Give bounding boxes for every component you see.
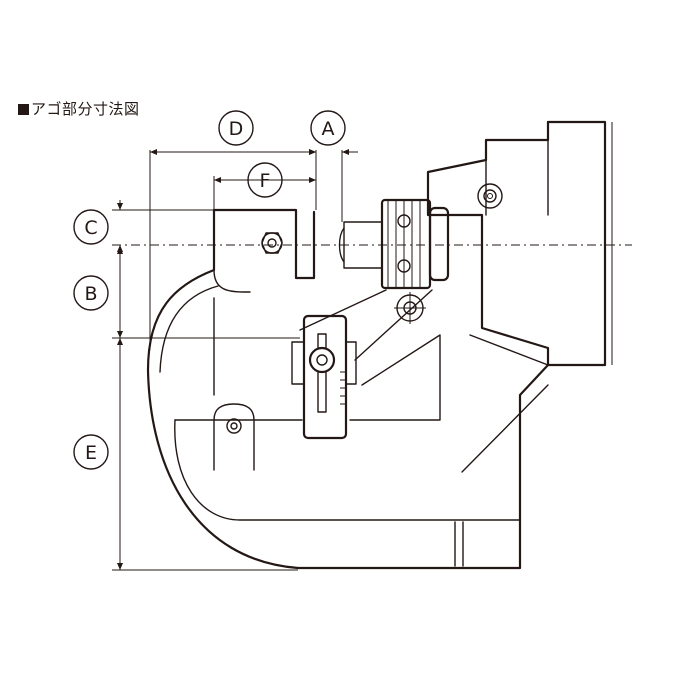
label-e: E [73, 434, 109, 470]
caption-text: アゴ部分寸法図 [31, 100, 140, 118]
upper-jaw [212, 208, 316, 293]
square-bullet-icon [18, 104, 29, 115]
label-c: C [73, 209, 109, 245]
diagram-caption: アゴ部分寸法図 [18, 98, 140, 119]
punch-assembly [299, 198, 450, 361]
dimension-lines [112, 149, 358, 571]
die-bolt-icon [308, 346, 336, 374]
bracket-pin-icon [226, 418, 242, 434]
label-b-text: B [84, 283, 97, 305]
label-f-text: F [260, 170, 271, 192]
label-d-text: D [229, 118, 244, 140]
lower-bracket [213, 403, 255, 471]
label-d: D [218, 110, 254, 146]
label-c-text: C [84, 217, 97, 239]
rear-bolt-icon [477, 183, 503, 209]
label-e-text: E [85, 442, 97, 464]
label-a-text: A [322, 118, 335, 140]
label-a: A [310, 110, 346, 146]
label-b: B [73, 275, 109, 311]
c-frame-body [146, 120, 613, 570]
frame-bolts [394, 183, 503, 324]
die-holder [291, 314, 357, 440]
label-f: F [247, 162, 283, 198]
